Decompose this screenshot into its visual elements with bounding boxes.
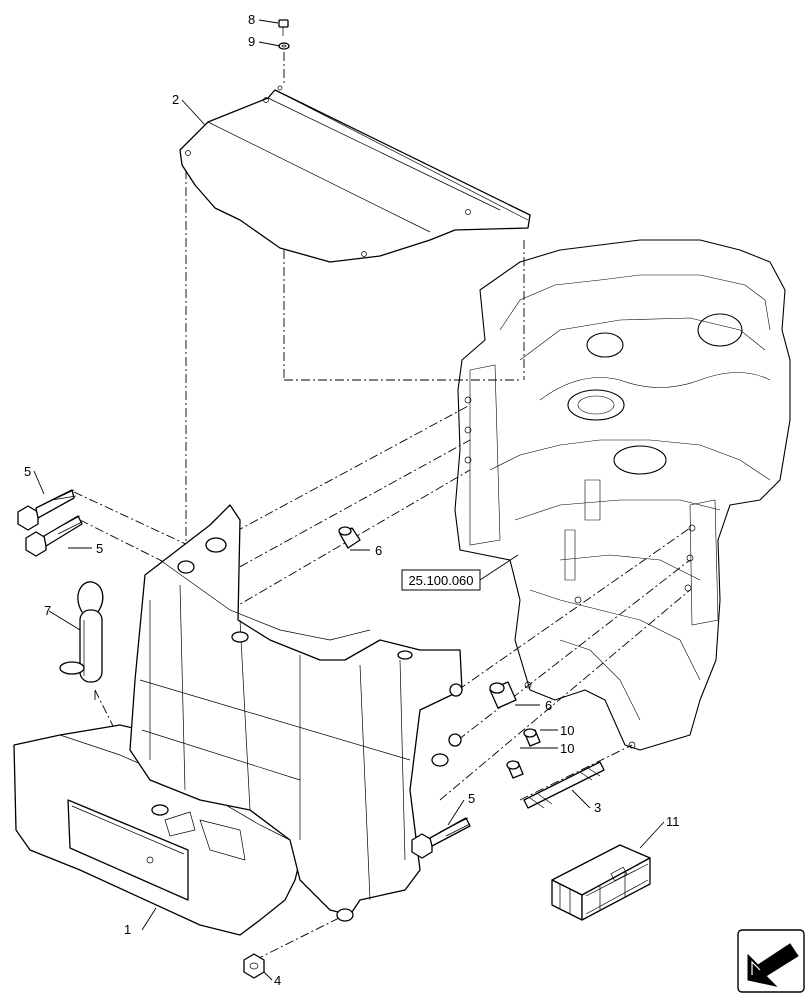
washer-9 xyxy=(278,42,290,50)
nut-10-upper xyxy=(523,728,541,747)
callout-6-lower: 6 xyxy=(545,698,552,713)
callout-10-lower: 10 xyxy=(560,741,574,756)
bolt-5-right xyxy=(411,817,471,859)
reference-label: 25.100.060 xyxy=(408,573,473,588)
callout-8: 8 xyxy=(248,12,255,27)
front-chassis-frame xyxy=(454,239,791,751)
callout-9: 9 xyxy=(248,34,255,49)
bushing-6-lower xyxy=(489,681,517,709)
bolt-5-upper xyxy=(17,489,77,531)
screw-8 xyxy=(278,19,289,36)
cover-plate xyxy=(179,85,531,263)
callout-10-upper: 10 xyxy=(560,723,574,738)
nut-10-lower xyxy=(506,760,524,779)
callout-1: 1 xyxy=(124,922,131,937)
callout-11: 11 xyxy=(666,814,680,829)
callout-3: 3 xyxy=(594,800,601,815)
bushing-6-upper xyxy=(338,526,361,549)
callout-5-right: 5 xyxy=(468,791,475,806)
callout-6-upper: 6 xyxy=(375,543,382,558)
stud-3 xyxy=(523,761,605,809)
ballast-support xyxy=(13,504,463,936)
bolt-5-lower xyxy=(25,515,83,557)
callout-5-upper: 5 xyxy=(24,464,31,479)
nut-4 xyxy=(243,953,265,979)
callout-labels: 8 9 2 5 5 6 7 6 10 10 5 3 11 1 4 xyxy=(24,12,680,988)
leader-lines xyxy=(33,19,665,981)
callout-5-lower: 5 xyxy=(96,541,103,556)
direction-arrow-icon[interactable] xyxy=(737,929,805,993)
reference-box[interactable]: 25.100.060 xyxy=(401,554,519,591)
callout-7: 7 xyxy=(44,603,51,618)
callout-4: 4 xyxy=(274,973,281,988)
lynch-pin-7 xyxy=(59,581,104,683)
crate-11 xyxy=(551,844,651,921)
callout-2: 2 xyxy=(172,92,179,107)
